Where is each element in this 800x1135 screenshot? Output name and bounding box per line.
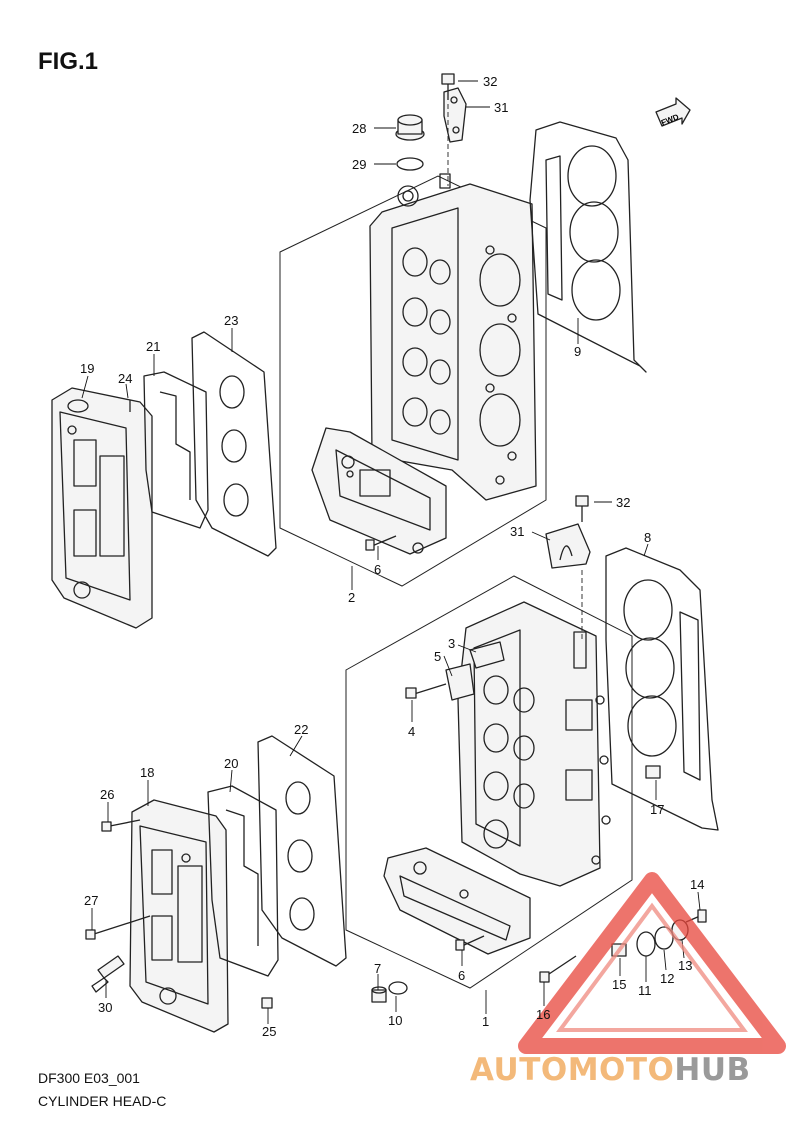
lower-head-frame [345,575,633,989]
plug-7 [371,986,387,1003]
callout-10: 10 [388,1013,402,1028]
watermark-text: AUTOMOTOHUB [470,1052,751,1088]
head-gasket-9 [529,121,647,373]
callout-29: 29 [352,157,366,172]
ring-11 [636,931,656,957]
bolt-27 [85,915,151,940]
callout-23: 23 [224,313,238,328]
plug-25 [261,997,273,1009]
callout-30: 30 [98,1000,112,1015]
dowel-17 [645,765,661,779]
callout-numbers: 32 31 28 29 9 23 21 24 19 6 2 31 32 8 3 … [80,74,704,1039]
washer-10 [388,981,408,995]
watermark-logo [518,872,786,1054]
bolt-32-lower [575,495,589,522]
rocker-arm-3 [469,641,505,669]
upper-cylinder-head [369,173,537,501]
upper-cam-housing [311,427,447,555]
callout-13: 13 [678,958,692,973]
watermark-text-secondary: HUB [674,1052,751,1088]
callout-19: 19 [80,361,94,376]
bolt-4 [405,683,447,699]
valve-cover-19 [51,387,153,629]
head-gasket-8 [605,547,719,831]
bolt-16 [539,955,577,983]
callout-11: 11 [638,983,652,998]
callout-5: 5 [434,649,441,664]
figure-title: FIG.1 [38,48,99,75]
bolt-6-lower [455,935,485,951]
gasket-21 [143,371,209,529]
callout-32-upper: 32 [483,74,497,89]
model-code: DF300 E03_001 [38,1070,140,1086]
valve-cover-18 [129,799,229,1033]
callout-6-lower: 6 [458,968,465,983]
shaft-5 [445,663,475,701]
callout-25: 25 [262,1024,276,1039]
spark-plug-30 [91,955,125,993]
bolt-6-upper [365,535,397,551]
watermark-text-primary: AUTOMOTO [470,1052,675,1088]
callout-8: 8 [644,530,651,545]
lower-cylinder-head [457,601,611,887]
callout-27: 27 [84,893,98,908]
callout-9: 9 [574,344,581,359]
callout-20: 20 [224,756,238,771]
gasket-20 [207,785,279,977]
callout-32-lower: 32 [616,495,630,510]
callout-1: 1 [482,1014,489,1029]
o-ring-12 [654,926,674,950]
callout-14: 14 [690,877,704,892]
callout-31-lower: 31 [510,524,524,539]
callout-26: 26 [100,787,114,802]
callout-15: 15 [612,977,626,992]
callout-3: 3 [448,636,455,651]
callout-4: 4 [408,724,415,739]
fwd-arrow-icon: FWD [655,97,691,127]
bolt-26 [101,819,141,832]
leader-lines [81,80,701,1024]
diagram-caption: CYLINDER HEAD-C [38,1093,167,1109]
gasket-22 [257,735,347,967]
callout-17: 17 [650,802,664,817]
callout-31-upper: 31 [494,100,508,115]
callout-22: 22 [294,722,308,737]
upper-head-frame [279,175,547,587]
watermark-triangle [518,872,786,1054]
filler-o-ring [396,157,424,171]
gasket-23 [191,331,277,557]
callout-16: 16 [536,1007,550,1022]
bracket-31-upper [443,87,467,143]
callout-21: 21 [146,339,160,354]
oil-filler-cap [395,114,425,141]
callout-6-upper: 6 [374,562,381,577]
callout-7: 7 [374,961,381,976]
bolt-32-upper [441,73,455,100]
callout-2: 2 [348,590,355,605]
callout-28: 28 [352,121,366,136]
callout-24: 24 [118,371,132,386]
lower-cam-housing [383,847,531,955]
callout-18: 18 [140,765,154,780]
bracket-31-lower [545,523,591,569]
callout-12: 12 [660,971,674,986]
